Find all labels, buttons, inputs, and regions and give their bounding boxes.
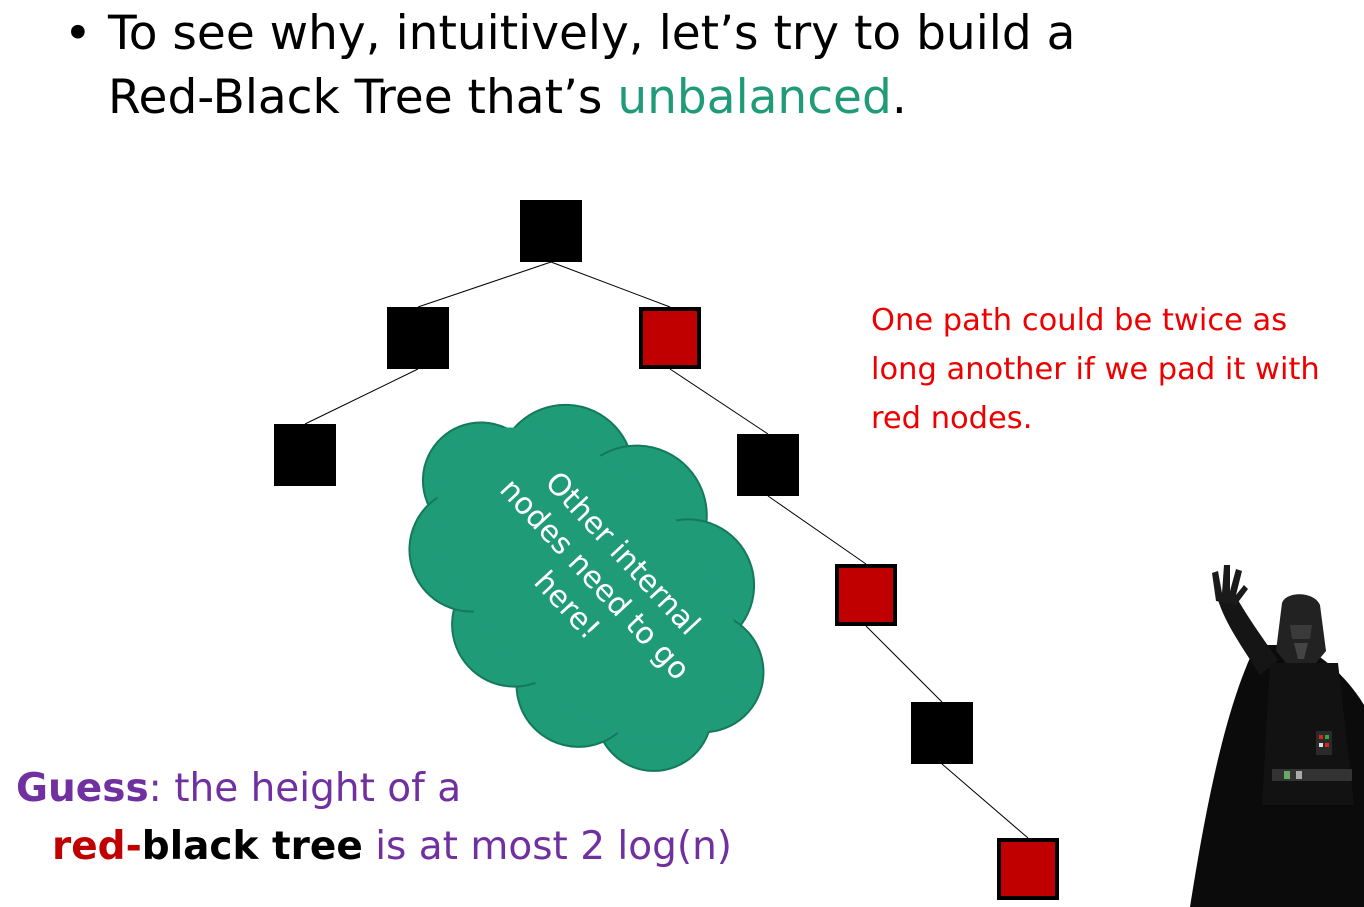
tree-edge <box>669 368 769 435</box>
black-node <box>520 200 582 262</box>
tree-edge <box>550 261 671 308</box>
bullet-point: • <box>64 6 92 61</box>
guess-colon-text: : the height of a <box>148 766 462 811</box>
darth-vader-figure <box>1190 565 1364 907</box>
bullet-line-2-prefix: Red-Black Tree that’s <box>108 70 618 125</box>
black-node <box>911 702 973 764</box>
tree-edges <box>304 261 1029 839</box>
black-tree-words: black tree <box>141 824 363 869</box>
red-word: red- <box>52 824 142 869</box>
tree-edge <box>941 763 1029 839</box>
red-node <box>835 564 897 626</box>
black-node <box>387 307 449 369</box>
bullet-text: • To see why, intuitively, let’s try to … <box>62 2 1182 130</box>
tree-nodes <box>274 200 1059 900</box>
padding-note: One path could be twice as long another … <box>871 296 1361 443</box>
black-node <box>274 424 336 486</box>
tree-edge <box>767 495 867 565</box>
tree-edge <box>417 261 552 308</box>
note-line-3: red nodes. <box>871 401 1033 436</box>
guess-label: Guess <box>16 766 149 811</box>
cloud: Other internal nodes need to go here! <box>408 403 765 772</box>
note-line-1: One path could be twice as <box>871 303 1288 338</box>
note-line-2: long another if we pad it with <box>871 352 1320 387</box>
black-node <box>737 434 799 496</box>
guess-line-1: Guess: the height of a <box>16 760 816 818</box>
guess-statement: Guess: the height of a red-black tree is… <box>16 760 816 876</box>
bullet-line-1: To see why, intuitively, let’s try to bu… <box>108 6 1076 61</box>
bullet-line-2-suffix: . <box>891 70 907 125</box>
tree-edge <box>865 625 943 703</box>
guess-rest: is at most 2 log(n) <box>362 824 733 869</box>
red-node <box>639 307 701 369</box>
bullet-line-2: Red-Black Tree that’s unbalanced. <box>62 66 1182 130</box>
red-node <box>997 838 1059 900</box>
guess-line-2: red-black tree is at most 2 log(n) <box>16 818 816 876</box>
tree-edge <box>304 368 419 425</box>
unbalanced-highlight: unbalanced <box>617 70 892 125</box>
